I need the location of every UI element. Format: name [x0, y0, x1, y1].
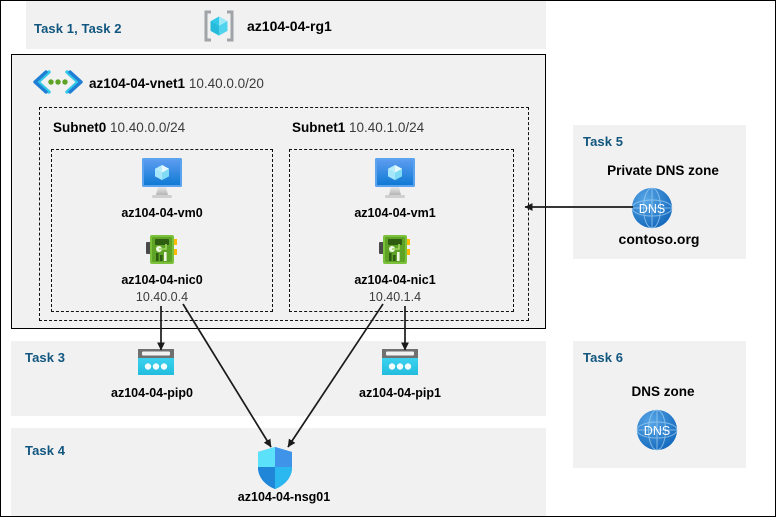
- dns-zone-icon: DNS: [630, 186, 674, 230]
- nic1-name: az104-04-nic1: [354, 273, 436, 287]
- vnet-cidr: 10.40.0.0/20: [188, 76, 264, 91]
- subnet0-resources-box: [51, 149, 273, 312]
- subnet1-cidr: 10.40.1.0/24: [349, 120, 425, 135]
- private-dns-zone-task-label: Task 5: [583, 134, 624, 149]
- subnet1-name: Subnet1: [292, 120, 346, 135]
- vnet-header: az104-04-vnet1 10.40.0.0/20: [89, 76, 264, 91]
- subnet0-name: Subnet0: [53, 120, 107, 135]
- dns-zone-heading: DNS zone: [631, 384, 695, 399]
- dns-icon-text: DNS: [639, 202, 665, 216]
- network-interface-icon: [377, 233, 413, 267]
- vnet-name: az104-04-vnet1: [89, 76, 186, 91]
- resource-group-name: az104-04-rg1: [247, 18, 332, 34]
- dns-icon-text: DNS: [644, 424, 670, 438]
- pip0-name: az104-04-pip0: [111, 386, 193, 400]
- vm1-name: az104-04-vm1: [354, 206, 436, 220]
- public-ip-address-icon: [379, 347, 421, 379]
- virtual-machine-icon: [369, 157, 421, 199]
- dns-zone-icon: DNS: [635, 408, 679, 452]
- vm0-name: az104-04-vm0: [121, 206, 203, 220]
- subnet0-cidr: 10.40.0.0/24: [110, 120, 186, 135]
- virtual-machine-icon: [136, 157, 188, 199]
- nsg-name: az104-04-nsg01: [237, 490, 331, 504]
- nic0-name: az104-04-nic0: [121, 273, 203, 287]
- nic0-ip: 10.40.0.4: [135, 290, 189, 304]
- public-ip-address-icon: [135, 347, 177, 379]
- public-ip-panel: [11, 341, 546, 416]
- subnet1-header: Subnet1 10.40.1.0/24: [292, 120, 424, 135]
- network-security-group-shield-icon: [254, 445, 296, 491]
- network-interface-icon: [144, 233, 180, 267]
- vnet-panel: [11, 54, 546, 329]
- subnet1-resources-box: [289, 149, 514, 312]
- public-ip-task-label: Task 3: [25, 350, 66, 365]
- pip1-name: az104-04-pip1: [359, 386, 441, 400]
- nic1-ip: 10.40.1.4: [368, 290, 422, 304]
- nsg-task-label: Task 4: [25, 443, 66, 458]
- resource-group-task-label: Task 1, Task 2: [34, 21, 122, 36]
- resource-group-icon: [202, 9, 236, 43]
- dns-zone-task-label: Task 6: [583, 350, 624, 365]
- subnet0-header: Subnet0 10.40.0.0/24: [53, 120, 185, 135]
- private-dns-zone-heading: Private DNS zone: [607, 163, 719, 178]
- virtual-network-icon: [33, 69, 83, 95]
- resource-group-panel: [26, 1, 546, 49]
- private-dns-zone-name: contoso.org: [618, 231, 700, 247]
- subnets-container: [39, 107, 529, 321]
